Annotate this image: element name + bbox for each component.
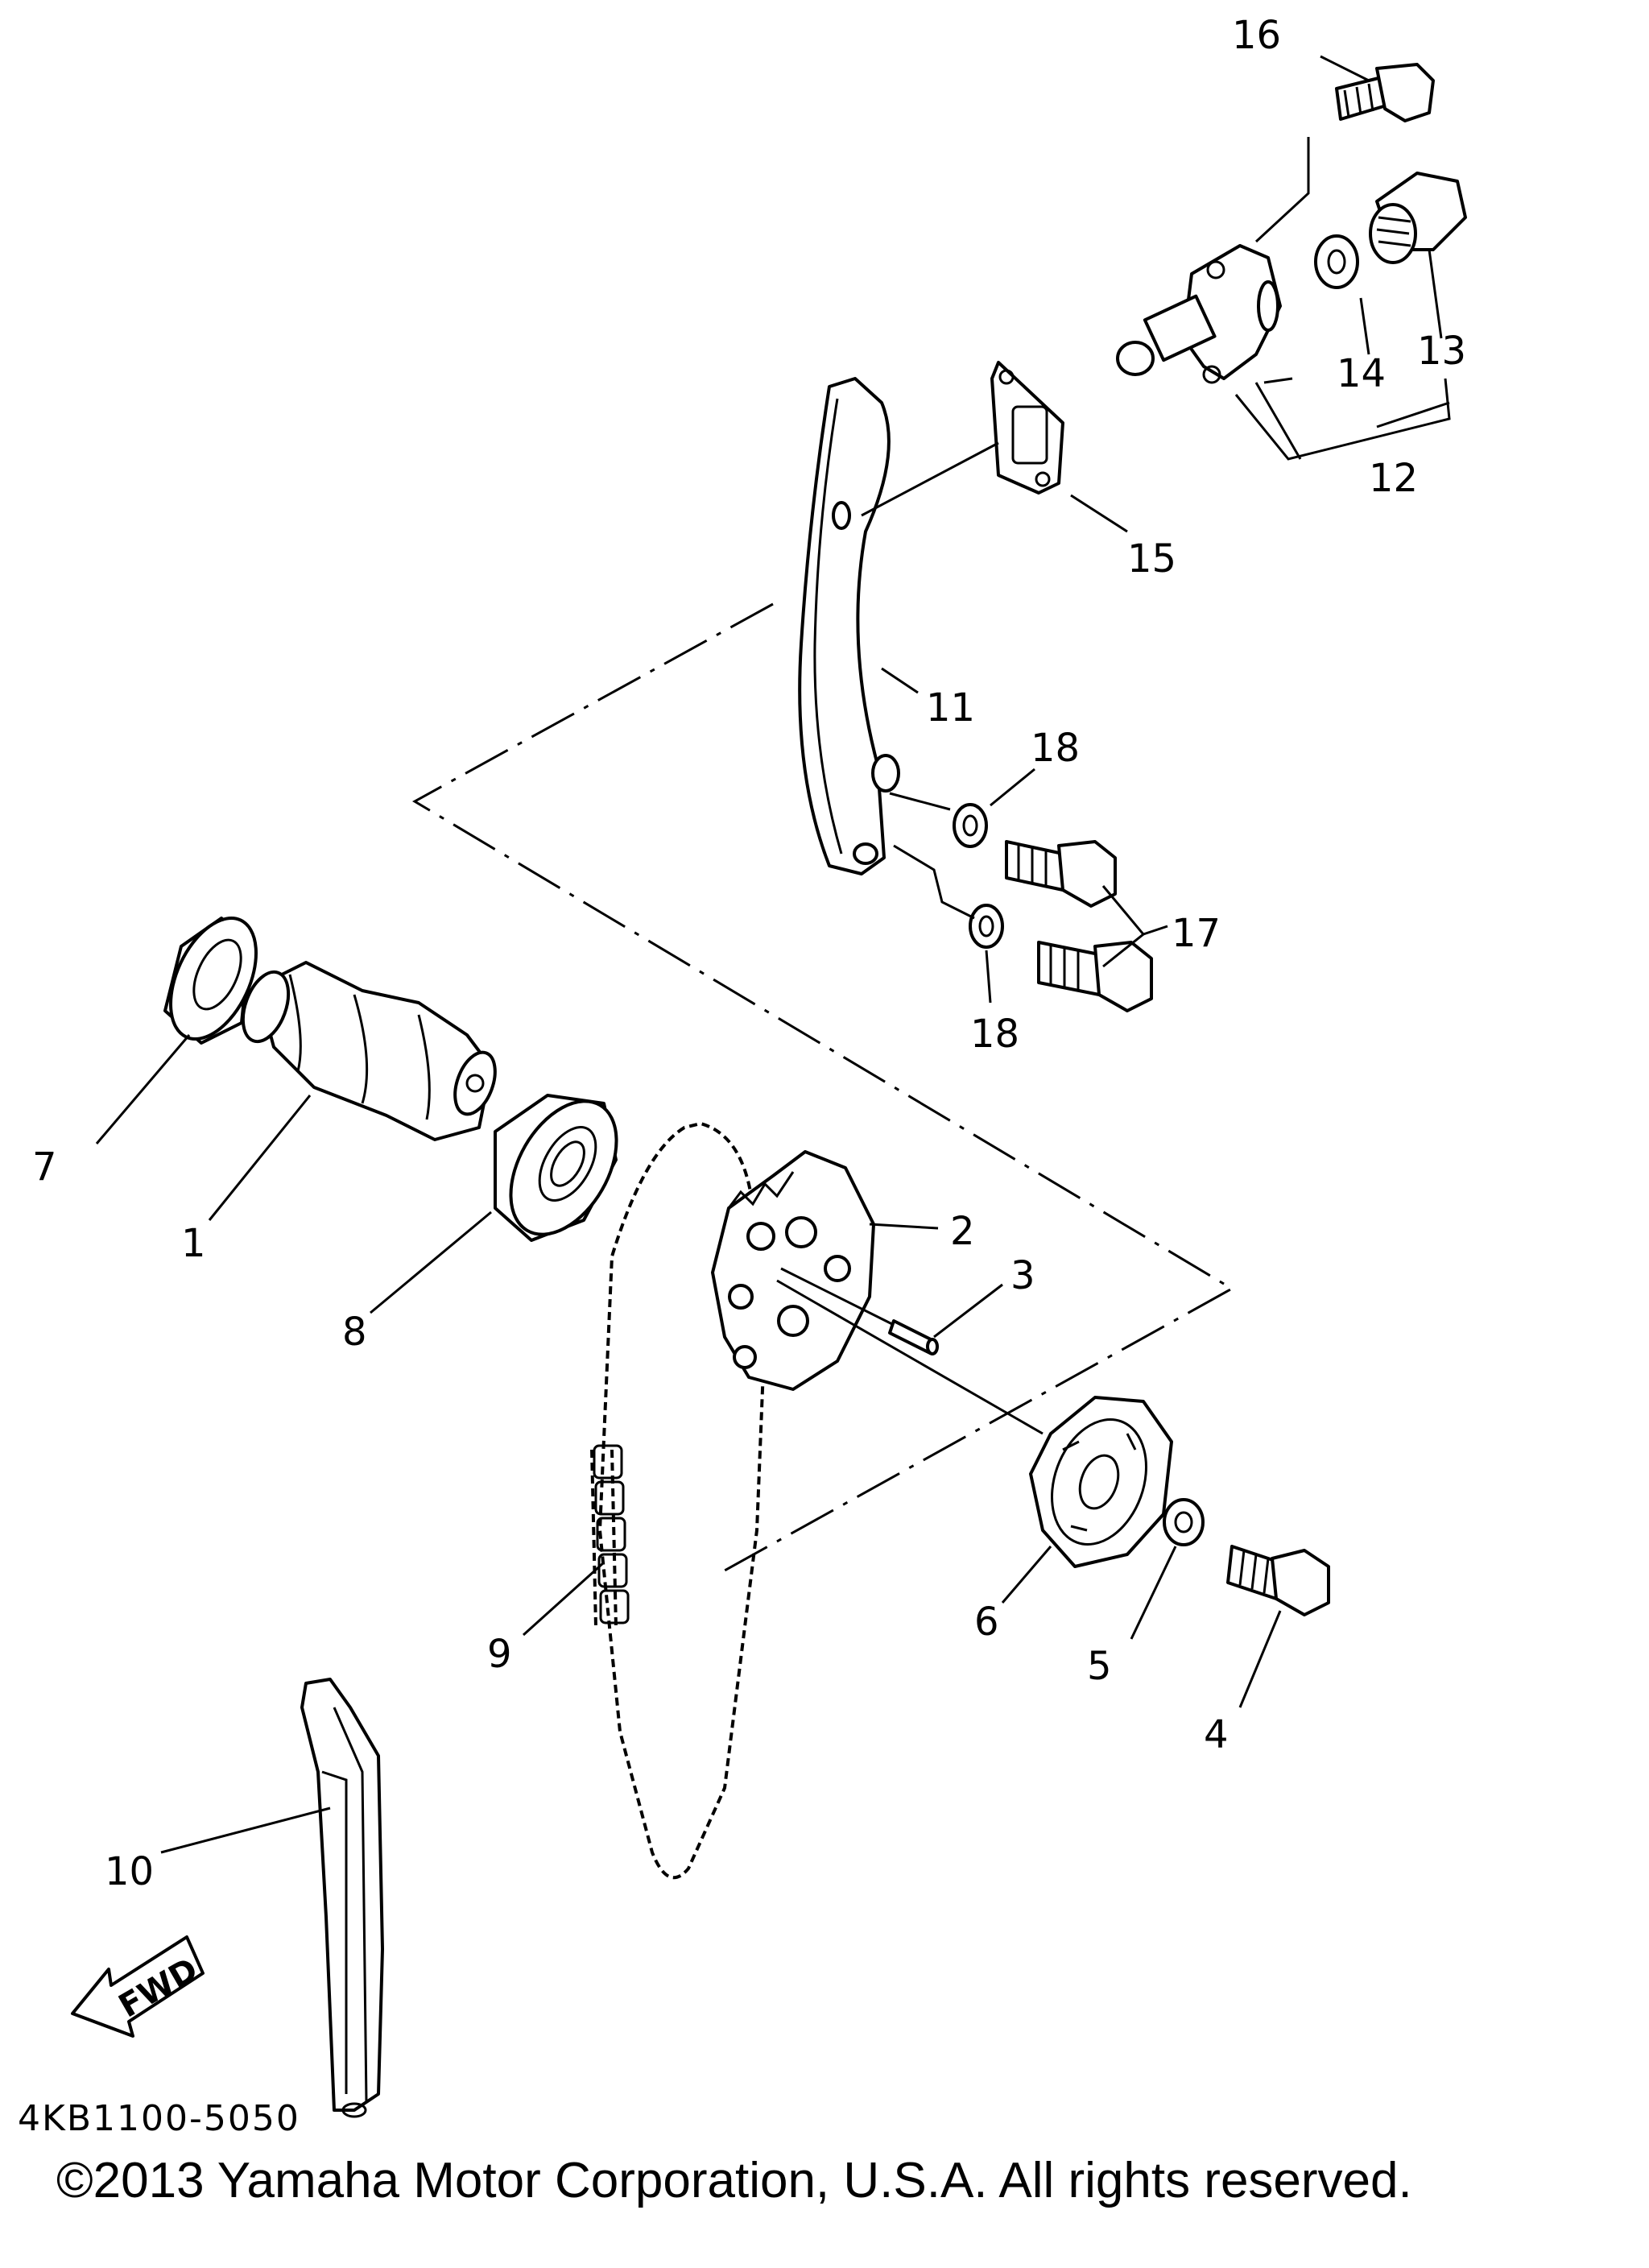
callout-14: 14 — [1337, 351, 1386, 396]
fwd-arrow-icon: FWD — [71, 1935, 205, 2038]
tensioner-gasket — [990, 361, 1064, 495]
callout-6: 6 — [974, 1600, 999, 1645]
cam-sprocket — [711, 1150, 875, 1391]
cam-chain-tensioner-assembly — [1116, 244, 1282, 384]
callout-4: 4 — [1204, 1712, 1229, 1757]
camshaft-bearing-right — [494, 1094, 618, 1242]
callout-10: 10 — [105, 1849, 154, 1894]
callout-12: 12 — [1369, 456, 1418, 501]
diagram-code: 4KB1100-5050 — [18, 2098, 300, 2139]
callout-17: 17 — [1172, 911, 1221, 956]
tensioner-washer — [1314, 234, 1359, 289]
tensioner-mounting-bolt — [1335, 63, 1435, 122]
leader-lines — [95, 55, 1451, 1854]
callout-2: 2 — [950, 1209, 975, 1254]
callout-labels: 16 13 14 12 15 11 18 17 18 7 1 2 3 8 6 9… — [32, 13, 1466, 1894]
sprocket-bolt — [1226, 1545, 1330, 1616]
callout-7: 7 — [32, 1144, 57, 1190]
callout-11: 11 — [926, 685, 975, 730]
guide-bolt-upper — [1005, 840, 1117, 908]
chain-guide-tensioner-side — [798, 377, 900, 875]
chain-guide-exhaust-side — [300, 1678, 384, 2118]
sprocket-plate — [1029, 1396, 1173, 1568]
guide-washer-lower — [969, 904, 1004, 949]
callout-13: 13 — [1417, 329, 1466, 374]
tensioner-cap-bolt — [1369, 172, 1467, 264]
cam-chain — [590, 1121, 767, 1880]
callout-5: 5 — [1087, 1644, 1112, 1689]
callout-3: 3 — [1010, 1253, 1035, 1298]
camshaft — [241, 961, 497, 1141]
callout-1: 1 — [181, 1221, 206, 1266]
callout-18-lower: 18 — [970, 1012, 1019, 1057]
callout-18-upper: 18 — [1031, 726, 1080, 771]
guide-washer-upper — [953, 803, 988, 848]
sprocket-washer — [1163, 1498, 1205, 1546]
guide-bolt-lower — [1037, 941, 1153, 1012]
camshaft-bearing-left — [163, 917, 258, 1045]
callout-9: 9 — [487, 1632, 512, 1677]
callout-15: 15 — [1127, 536, 1176, 581]
assembly-outline — [411, 602, 1235, 1572]
dowel-pin — [776, 1267, 1044, 1435]
callout-8: 8 — [342, 1310, 367, 1355]
callout-16: 16 — [1232, 13, 1281, 58]
copyright-notice: ©2013 Yamaha Motor Corporation, U.S.A. A… — [56, 2153, 1412, 2208]
